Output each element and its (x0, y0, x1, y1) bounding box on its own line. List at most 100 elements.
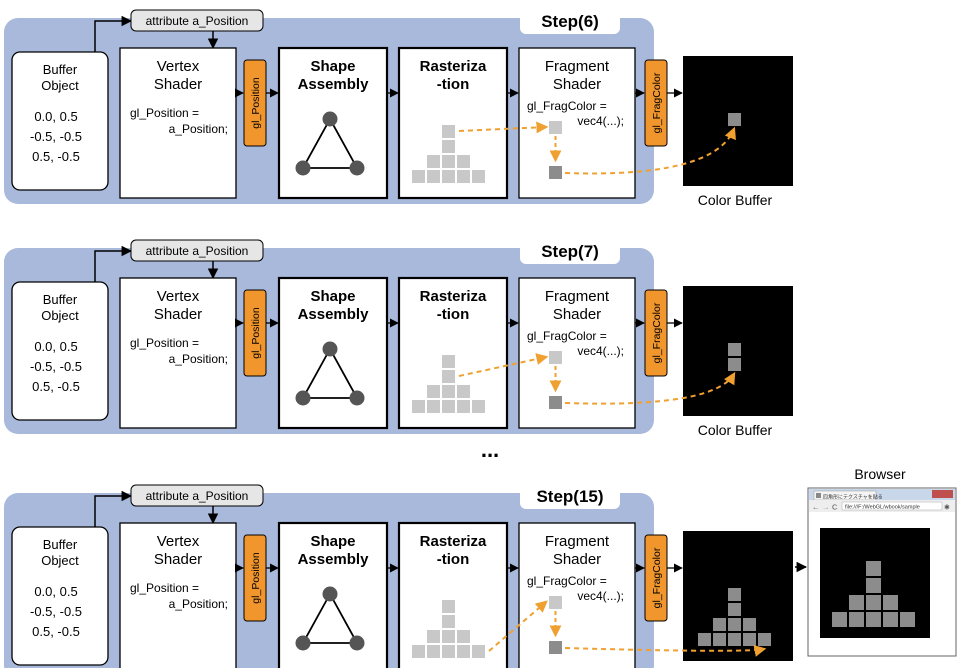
raster-to-shader-dashed-arrow (458, 121, 549, 134)
vertex-shader-title: Shader (154, 551, 202, 568)
gl-position-tag (243, 59, 267, 147)
color-buffer-pixel (758, 633, 771, 646)
back-arrow-icon[interactable]: ← (812, 503, 820, 512)
color-buffer-pixel (728, 358, 741, 371)
vertex-dot (349, 390, 365, 406)
vertex-dot (322, 341, 338, 357)
raster-fragment (442, 125, 455, 138)
rasterization-title: Rasteriza (420, 58, 487, 75)
raster-fragment (427, 400, 440, 413)
browser-tab-title: 四角形にテクスチャを貼る (823, 493, 883, 500)
buffer-object-box (11, 281, 109, 421)
buffer-value: 0.5, -0.5 (32, 149, 80, 164)
vertex-shader-code: gl_Position = (130, 336, 199, 350)
vertex-shader-title: Shader (154, 306, 202, 323)
shape-assembly-title: Assembly (298, 306, 370, 323)
attribute-label: attribute a_Position (146, 244, 249, 258)
buffer-object-title: Object (41, 308, 79, 323)
address-bar[interactable] (841, 501, 943, 511)
browser-canvas-pixel (849, 612, 864, 627)
color-buffer-pixel (743, 618, 756, 631)
shape-assembly-title: Assembly (298, 551, 370, 568)
rasterization-title: -tion (437, 76, 469, 93)
browser-canvas-pixel (832, 612, 847, 627)
raster-fragment (442, 600, 455, 613)
raster-to-shader-dashed-arrow (488, 600, 548, 652)
raster-fragment (427, 385, 440, 398)
browser-canvas-pixel (883, 612, 898, 627)
shader-to-buffer-dashed-arrow (564, 371, 736, 405)
vertex-dot (349, 635, 365, 651)
attribute-box (130, 9, 264, 32)
fragment-shader-code: vec4(...); (577, 344, 624, 358)
step-label: Step(6) (541, 12, 599, 31)
color-buffer-pixel (743, 633, 756, 646)
raster-fragment (457, 630, 470, 643)
raster-fragment (442, 400, 455, 413)
vertex-dot (322, 586, 338, 602)
vertex-dot (295, 160, 311, 176)
color-buffer-pixel (728, 603, 741, 616)
browser-canvas-pixel (866, 561, 881, 576)
raster-fragment (412, 170, 425, 183)
fragment-output-square (549, 396, 562, 409)
buffer-object-title: Buffer (43, 537, 78, 552)
rasterization-title: -tion (437, 551, 469, 568)
raster-fragment (457, 385, 470, 398)
reload-icon[interactable]: C (832, 503, 838, 512)
gl-position-tag (243, 534, 267, 622)
attribute-box (130, 239, 264, 262)
fragment-input-square (549, 121, 562, 134)
fragment-shader-code: gl_FragColor = (527, 329, 607, 343)
gl-position-tag-label: gl_Position (250, 552, 262, 604)
browser-canvas-pixel (883, 595, 898, 610)
buffer-object-box (11, 51, 109, 191)
fragment-shader-title: Fragment (545, 288, 610, 305)
vertex-shader-box (119, 277, 237, 429)
gl-fragcolor-tag (644, 289, 668, 377)
address-bar-url: file:///F:/WebGL/wbook/sample (845, 504, 920, 510)
forward-arrow-icon[interactable]: → (822, 503, 830, 512)
raster-fragment (472, 645, 485, 658)
gl-fragcolor-tag-label: gl_FragColor (651, 72, 663, 133)
browser-canvas-pixel (900, 612, 915, 627)
buffer-value: 0.0, 0.5 (34, 584, 77, 599)
fragment-shader-box (518, 522, 636, 668)
vertex-dot (322, 111, 338, 127)
tab-favicon-icon (816, 493, 821, 498)
browser-label: Browser (854, 466, 906, 482)
shader-to-buffer-dashed-arrow (564, 644, 767, 657)
vertex-shader-title: Vertex (157, 533, 200, 550)
raster-fragment (442, 645, 455, 658)
vertex-dot (295, 635, 311, 651)
gl-fragcolor-tag (644, 534, 668, 622)
vertex-shader-box (119, 47, 237, 199)
color-buffer-pixel (713, 633, 726, 646)
gl-fragcolor-tag-label: gl_FragColor (651, 302, 663, 363)
raster-fragment (442, 385, 455, 398)
wrench-icon[interactable]: ✱ (944, 504, 950, 512)
vertex-shader-code: gl_Position = (130, 581, 199, 595)
shader-to-buffer-dashed-arrow (564, 126, 736, 175)
raster-to-shader-dashed-arrow (458, 353, 549, 377)
raster-fragment (457, 400, 470, 413)
color-buffer-pixel (698, 633, 711, 646)
buffer-value: -0.5, -0.5 (30, 359, 82, 374)
browser-titlebar (809, 489, 955, 500)
raster-fragment (442, 370, 455, 383)
raster-fragment (457, 155, 470, 168)
rasterization-title: -tion (437, 306, 469, 323)
gl-fragcolor-tag (644, 59, 668, 147)
fragment-input-square (549, 596, 562, 609)
browser-window: Browser 四角形にテクスチャを貼る ← → C file:///F:/We… (807, 466, 957, 657)
raster-fragment (427, 155, 440, 168)
vertex-dot (295, 390, 311, 406)
buffer-value: 0.0, 0.5 (34, 339, 77, 354)
window-close-icon[interactable] (932, 490, 953, 498)
shape-assembly-title: Assembly (298, 76, 370, 93)
vertex-shader-title: Shader (154, 76, 202, 93)
